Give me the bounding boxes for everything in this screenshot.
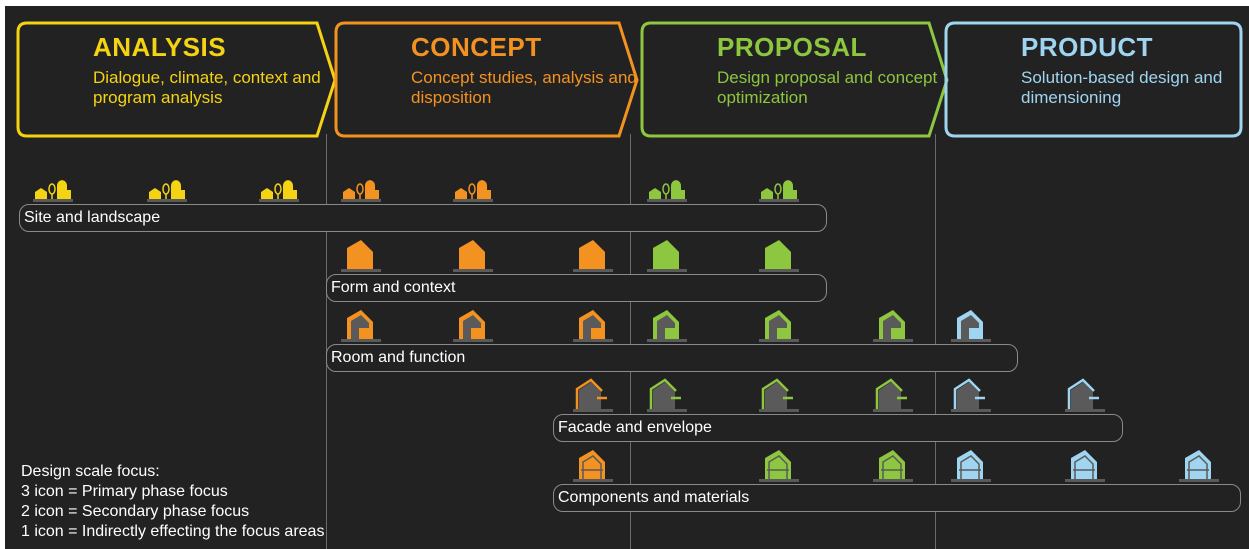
phase-frame [944,21,1243,138]
phase-frame [334,21,639,138]
facade-envelope-icon [1063,376,1107,419]
room-function-icon [949,306,993,349]
design-phases-diagram: 1 ANALYSIS Dialogue, climate, context an… [5,6,1249,549]
components-materials-icon [757,446,801,489]
phase-divider [326,134,327,549]
phase-description: Dialogue, climate, context and program a… [93,68,321,107]
site-landscape-icon [645,166,689,209]
phase-divider [630,134,631,549]
legend-item: 1 icon = Indirectly effecting the focus … [21,523,325,540]
phase-number: 4 [954,22,1017,134]
phase-title: PROPOSAL [717,32,867,62]
focus-bar-facade-envelope: Facade and envelope [553,414,1123,442]
focus-bar-components-materials: Components and materials [553,484,1241,512]
phase-number: 2 [344,22,407,134]
building-form-icon [571,236,615,279]
phase-number: 1 [26,22,89,134]
components-materials-icon [1063,446,1107,489]
legend-title: Design scale focus: [21,463,160,480]
facade-envelope-icon [757,376,801,419]
phase-title: ANALYSIS [93,32,227,62]
phase-title: CONCEPT [411,32,542,62]
room-function-icon [339,306,383,349]
site-landscape-icon [451,166,495,209]
building-form-icon [757,236,801,279]
components-materials-icon [949,446,993,489]
facade-envelope-icon [871,376,915,419]
facade-envelope-icon [645,376,689,419]
components-materials-icon [871,446,915,489]
phase-frame [16,21,337,138]
site-landscape-icon [257,166,301,209]
legend-item: 2 icon = Secondary phase focus [21,503,250,520]
phase-divider [935,134,936,549]
room-function-icon [645,306,689,349]
phase-proposal: 3 PROPOSAL Design proposal and concept o… [640,21,951,138]
site-landscape-icon [757,166,801,209]
phase-frame [640,21,949,138]
phase-analysis: 1 ANALYSIS Dialogue, climate, context an… [16,21,339,138]
phase-number: 3 [650,22,713,134]
legend-item: 3 icon = Primary phase focus [21,483,228,500]
focus-bar-room-function: Room and function [326,344,1018,372]
site-landscape-icon [145,166,189,209]
room-function-icon [571,306,615,349]
components-materials-icon [1177,446,1221,489]
facade-envelope-icon [571,376,615,419]
room-function-icon [757,306,801,349]
room-function-icon [871,306,915,349]
components-materials-icon [571,446,615,489]
room-function-icon [451,306,495,349]
focus-bar-site-landscape: Site and landscape [19,204,827,232]
facade-envelope-icon [949,376,993,419]
phase-title: PRODUCT [1021,32,1154,62]
site-landscape-icon [339,166,383,209]
phase-concept: 2 CONCEPT Concept studies, analysis and … [334,21,641,138]
phase-product: 4 PRODUCT Solution-based design and dime… [944,21,1243,138]
building-form-icon [451,236,495,279]
site-landscape-icon [31,166,75,209]
phase-description: Concept studies, analysis and dispositio… [411,68,637,107]
focus-bar-form-context: Form and context [326,274,827,302]
phase-description: Design proposal and concept optimization [717,68,938,107]
phase-description: Solution-based design and dimensioning [1021,68,1223,107]
legend: Design scale focus: 3 icon = Primary pha… [21,462,324,542]
building-form-icon [339,236,383,279]
building-form-icon [645,236,689,279]
